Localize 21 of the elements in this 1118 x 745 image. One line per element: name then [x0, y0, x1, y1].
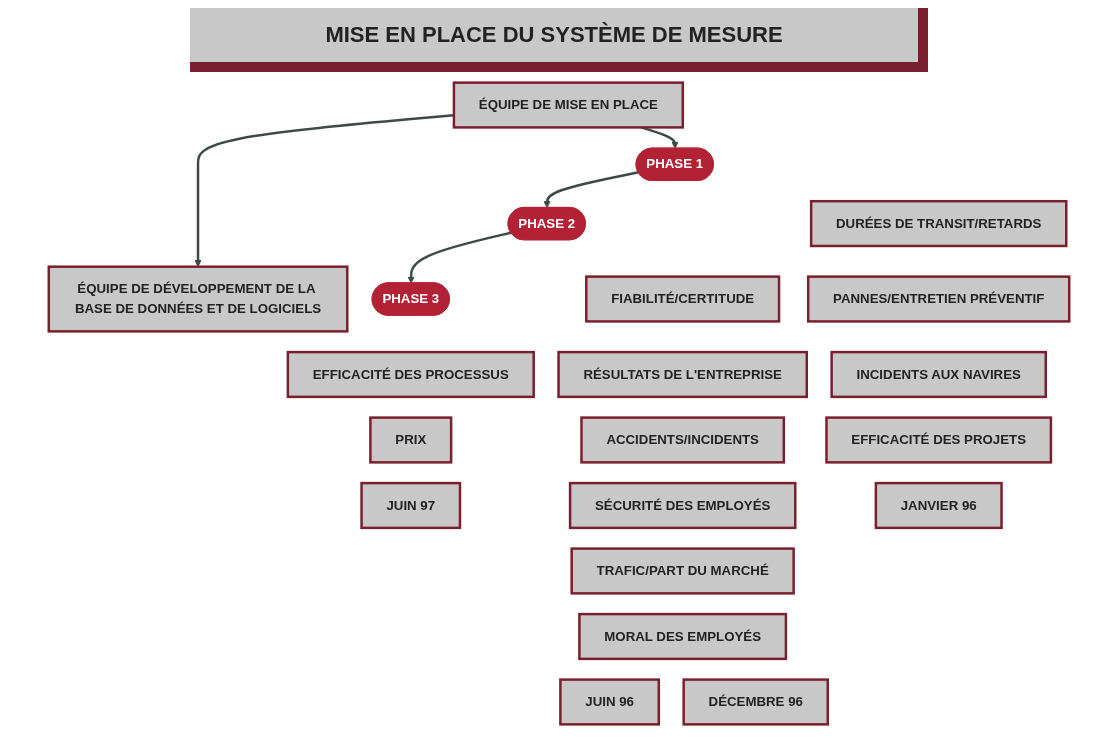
arrow — [407, 231, 512, 284]
node-box: JUIN 96 — [559, 678, 661, 726]
node-box: TRAFIC/PART DU MARCHÉ — [570, 547, 795, 595]
node-box: ÉQUIPE DE DÉVELOPPEMENT DE LA BASE DE DONNÉES ET DE LOGICIELS — [47, 265, 349, 333]
title-banner: MISE EN PLACE DU SYSTÈME DE MESURE — [190, 8, 928, 72]
node-box: PANNES/ENTRETIEN PRÉVENTIF — [806, 275, 1071, 323]
node-box: JUIN 97 — [360, 481, 462, 530]
node-box: FIABILITÉ/CERTITUDE — [585, 275, 781, 323]
node-box: ACCIDENTS/INCIDENTS — [580, 416, 786, 464]
node-box: INCIDENTS AUX NAVIRES — [830, 350, 1047, 399]
node-box: EFFICACITÉ DES PROJETS — [825, 416, 1053, 464]
node-box: SÉCURITÉ DES EMPLOYÉS — [568, 481, 797, 530]
node-box: EFFICACITÉ DES PROCESSUS — [286, 350, 535, 399]
arrow — [543, 171, 639, 209]
node-box: DURÉES DE TRANSIT/RETARDS — [809, 199, 1068, 248]
node-box: RÉSULTATS DE L'ENTREPRISE — [557, 350, 808, 399]
node-box: DÉCEMBRE 96 — [682, 678, 830, 726]
node-box: PRIX — [369, 416, 453, 464]
node-box: JANVIER 96 — [874, 481, 1003, 530]
node-box: MORAL DES EMPLOYÉS — [578, 612, 788, 661]
node-box: ÉQUIPE DE MISE EN PLACE — [452, 81, 685, 129]
